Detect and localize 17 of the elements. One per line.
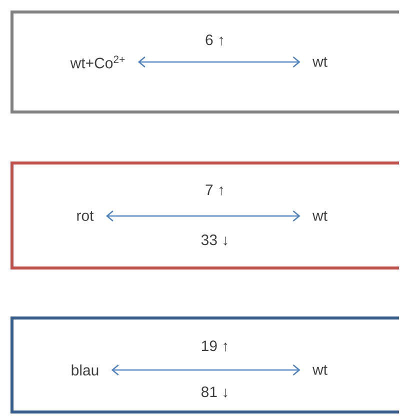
frame-box	[10, 316, 399, 414]
frame-box	[10, 162, 399, 270]
edge-label: 7 ↑	[206, 184, 223, 196]
node-label: wt+Co$^{2+}$	[70, 56, 125, 68]
edge-label: 19 ↑	[202, 340, 228, 352]
node-label: wt	[312, 57, 328, 67]
count-label: 81 ↓	[201, 386, 228, 398]
edge-label: 6 ↑	[206, 34, 223, 46]
node-label: rot	[77, 211, 94, 221]
count-label: 33 ↓	[201, 234, 228, 246]
node-label: blau	[72, 364, 98, 376]
node-label: wt	[312, 365, 328, 375]
double-arrow	[138, 56, 300, 68]
frame-box	[10, 10, 399, 114]
node-label: wt	[312, 211, 328, 221]
double-arrow	[106, 210, 300, 222]
double-arrow	[111, 364, 300, 376]
